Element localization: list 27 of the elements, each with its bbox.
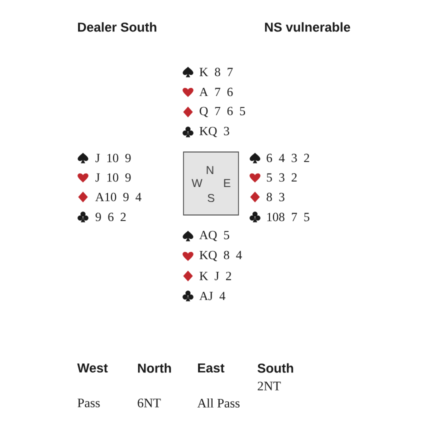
card-holding: KQ 3 xyxy=(200,126,230,138)
card-holding: 9 6 2 xyxy=(96,212,126,222)
card-holding: A 7 6 xyxy=(199,88,233,96)
bid: 2NT xyxy=(258,382,281,390)
compass-box: N W E S xyxy=(183,152,239,216)
card-holding: KQ 8 4 xyxy=(200,250,242,262)
card-holding: AJ 4 xyxy=(199,292,226,300)
deal-info-text: NS vulnerable xyxy=(265,22,350,32)
bid: All Pass xyxy=(197,398,240,408)
card-holding: 108 7 5 xyxy=(267,212,310,222)
card-holding: 6 4 3 2 xyxy=(266,154,310,162)
column-heading: West xyxy=(77,364,108,373)
bid: Pass xyxy=(78,398,100,408)
deal-info-text: Dealer South xyxy=(78,22,156,32)
card-holding: J 10 9 xyxy=(95,173,131,182)
column-heading: North xyxy=(138,363,171,373)
card-holding: A10 9 4 xyxy=(95,192,142,202)
bid: 6NT xyxy=(138,398,161,408)
column-heading: East xyxy=(198,364,224,373)
card-holding: 5 3 2 xyxy=(266,173,297,182)
column-heading: South xyxy=(258,363,294,373)
card-holding: Q 7 6 5 xyxy=(200,106,246,118)
card-holding: K J 2 xyxy=(200,272,232,280)
card-holding: AQ 5 xyxy=(199,230,230,242)
card-holding: K 8 7 xyxy=(200,68,233,76)
card-holding: J 10 9 xyxy=(95,154,131,162)
card-holding: 8 3 xyxy=(266,192,284,202)
